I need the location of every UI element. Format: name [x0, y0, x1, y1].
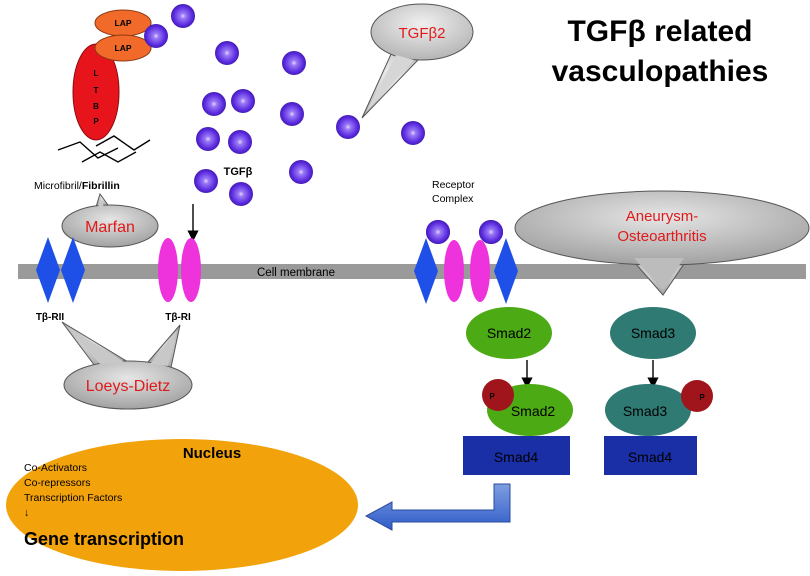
microfibril-label: Microfibril/Fibrillin	[34, 180, 120, 192]
marfan-callout: Marfan	[61, 192, 159, 248]
tgfb-ligand	[171, 4, 195, 28]
type1-receptor	[444, 240, 464, 302]
tgfb-ligand	[401, 121, 425, 145]
ltbp-letter-t: T	[94, 86, 99, 95]
ltbp-letter-l: L	[94, 69, 99, 78]
smad4-right-label: Smad4	[628, 449, 673, 465]
marfan-label: Marfan	[85, 219, 135, 236]
smad3-phosphorylated-label: Smad3	[623, 403, 668, 419]
smad4-left	[463, 436, 570, 475]
tgfb-ligand-bound	[479, 220, 503, 244]
microfibril-strand-1	[57, 141, 119, 159]
phosphate-label: P	[699, 393, 705, 402]
tgfb2-label: TGFβ2	[399, 25, 446, 42]
type2-receptor	[36, 237, 60, 303]
loeys-dietz-callout: Loeys-Dietz	[61, 321, 193, 410]
title-line-1: TGFβ related	[567, 15, 753, 48]
title-line-2: vasculopathies	[551, 55, 769, 88]
type2-receptor	[494, 238, 518, 304]
microfibril-strand-2	[95, 135, 151, 151]
smad2-phosphorylated-label: Smad2	[511, 403, 556, 419]
tgfb-ligand	[194, 169, 218, 193]
smad4-left-label: Smad4	[494, 449, 539, 465]
tgfb-ligand	[202, 92, 226, 116]
nucleus-item-down-arrow: ↓	[24, 507, 30, 519]
ltbp-letter-p: P	[93, 117, 99, 126]
nucleus-heading: Nucleus	[183, 445, 241, 462]
type1-receptor	[470, 240, 490, 302]
type2-receptor	[414, 238, 438, 304]
tgfb-ligand	[229, 182, 253, 206]
smad4-right	[604, 436, 697, 475]
cell-membrane-label: Cell membrane	[257, 267, 335, 279]
type2-receptor-label: Tβ-RII	[36, 312, 65, 323]
tgfb-ligand	[144, 24, 168, 48]
lap-bottom-label: LAP	[115, 43, 132, 53]
aneurysm-osteoarthritis-callout: Aneurysm- Osteoarthritis	[514, 190, 810, 296]
cell-membrane	[18, 264, 806, 279]
tgfb-ligand	[196, 127, 220, 151]
aneurysm-label-2: Osteoarthritis	[617, 228, 706, 245]
phosphate-label: P	[489, 392, 495, 401]
type1-receptor	[181, 238, 201, 302]
gene-transcription-label: Gene transcription	[24, 529, 184, 549]
type2-receptor	[61, 237, 85, 303]
phosphate-group	[681, 380, 713, 412]
tgfb-ligand	[289, 160, 313, 184]
smad2-label: Smad2	[487, 325, 532, 341]
nucleus-item-corepressors: Co-repressors	[24, 477, 91, 489]
receptor-complex-label-2: Complex	[432, 193, 474, 205]
nucleus-item-transcription-factors: Transcription Factors	[24, 492, 123, 504]
lap-top-label: LAP	[115, 18, 132, 28]
page-title: TGFβ related vasculopathies	[520, 12, 800, 92]
nucleus-item-coactivators: Co-Activators	[24, 462, 88, 474]
type1-receptor	[158, 238, 178, 302]
tgfb-ligand	[228, 130, 252, 154]
type1-receptor-label: Tβ-RI	[165, 312, 191, 323]
microfibril-strand-3	[81, 151, 137, 163]
tgfb-ligand	[336, 115, 360, 139]
receptor-complex-label-1: Receptor	[432, 179, 475, 191]
nucleus-factor-list: Co-Activators Co-repressors Transcriptio…	[24, 461, 122, 521]
tgfb2-callout: TGFβ2	[361, 3, 474, 119]
tgfb-ligand	[231, 89, 255, 113]
phosphate-group	[482, 379, 514, 411]
smad2	[466, 307, 552, 359]
aneurysm-label-1: Aneurysm-	[626, 208, 699, 225]
tgfb-ligand	[280, 102, 304, 126]
tgfb-ligand-bound	[426, 220, 450, 244]
loeys-dietz-label: Loeys-Dietz	[86, 378, 170, 395]
lap-bottom	[94, 34, 152, 62]
smad3	[610, 307, 696, 359]
ltbp-letter-b: B	[93, 102, 99, 111]
smad3-phosphorylated	[605, 384, 691, 436]
tgfb-ligand	[215, 41, 239, 65]
latent-complex: L T B P LAP LAP Microfibril/Fibrillin	[34, 9, 152, 192]
smad3-label: Smad3	[631, 325, 676, 341]
nuclear-translocation-arrow	[364, 483, 511, 531]
tgfb-label: TGFβ	[224, 166, 253, 178]
tgfb-ligand	[282, 51, 306, 75]
nucleus	[6, 439, 358, 571]
